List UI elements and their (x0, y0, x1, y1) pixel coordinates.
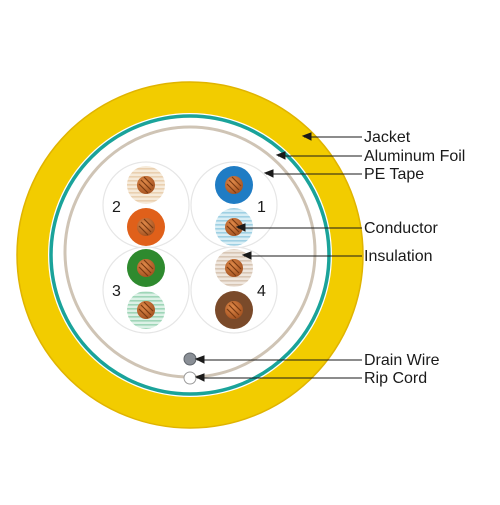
leader-lines (194, 132, 362, 382)
pair-4 (190, 246, 278, 334)
drain-wire (183, 352, 197, 366)
label-aluminum-foil: Aluminum Foil (364, 148, 465, 165)
pair-number-4: 4 (257, 283, 266, 300)
label-pe-tape: PE Tape (364, 166, 424, 183)
pair-number-2: 2 (112, 199, 121, 216)
rip-cord (183, 371, 197, 385)
pair-number-3: 3 (112, 283, 121, 300)
label-drain-wire: Drain Wire (364, 352, 440, 369)
label-jacket: Jacket (364, 129, 411, 146)
label-rip-cord: Rip Cord (364, 370, 427, 387)
pair-number-1: 1 (257, 199, 266, 216)
pair-3 (102, 246, 190, 334)
aluminum-foil-ring (49, 114, 331, 396)
label-insulation: Insulation (364, 248, 433, 265)
label-conductor: Conductor (364, 220, 438, 237)
pair-2 (102, 161, 190, 249)
pair-1 (190, 161, 278, 249)
